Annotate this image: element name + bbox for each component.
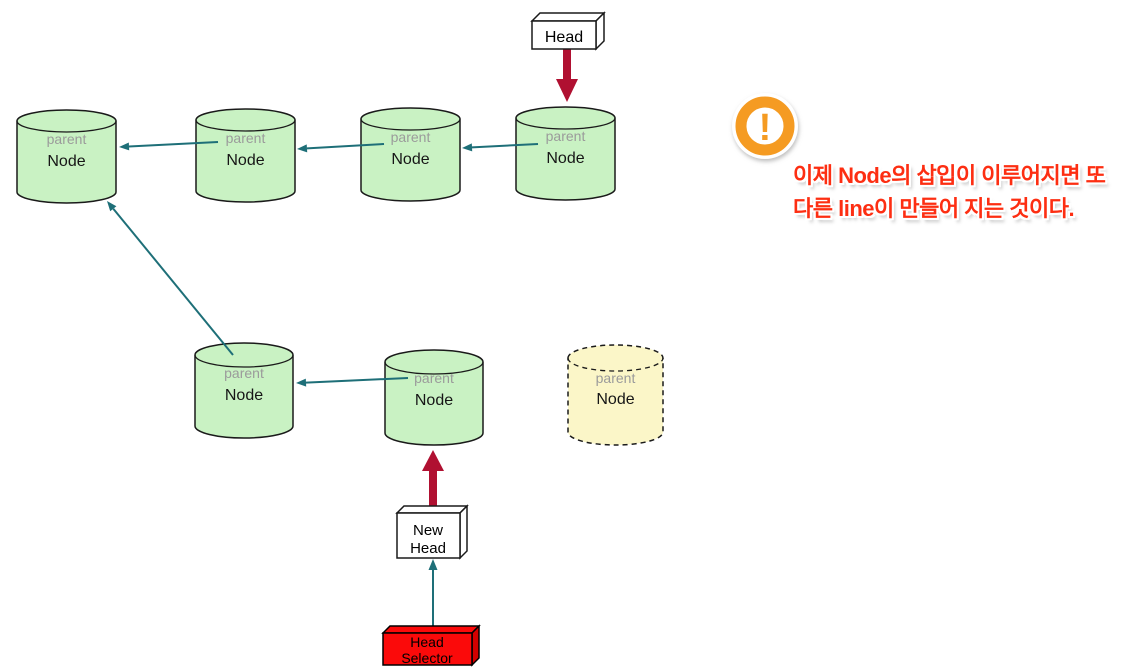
new-head-label-line2: Head — [410, 540, 446, 557]
annotation-line-1: 이제 Node의 삽입이 이루어지면 또 — [793, 163, 1106, 188]
node-parent-label: parent — [47, 131, 87, 147]
pointer-arrow-selector-to-newhead — [428, 559, 438, 628]
head-selector-label-line1: Head — [410, 634, 443, 650]
node-label: Node — [47, 153, 85, 170]
node-label: Node — [415, 392, 453, 409]
head-box-label: Head — [545, 29, 583, 46]
head-pointer-arrow — [556, 49, 578, 102]
new-head-pointer-arrow — [422, 450, 444, 513]
node-cylinder-5: parent Node — [194, 342, 294, 439]
pointer-arrow-node5-to-node1-diagonal — [107, 201, 234, 356]
pointer-arrow-node3-to-node2 — [297, 143, 385, 153]
warning-icon-glyph: ! — [759, 107, 772, 149]
node-label: Node — [596, 391, 634, 408]
head-selector-label-line2: Selector — [401, 650, 453, 666]
node-cylinder-1: parent Node — [16, 109, 117, 204]
node-label: Node — [225, 387, 263, 404]
annotation-text: 이제 Node의 삽입이 이루어지면 또 다른 line이 만들어 지는 것이다… — [793, 159, 1106, 225]
node-cylinder-ghost: parent Node — [567, 344, 664, 446]
node-cylinder-6: parent Node — [384, 349, 484, 446]
annotation-line-2: 다른 line이 만들어 지는 것이다. — [793, 196, 1075, 221]
node-parent-label: parent — [224, 365, 264, 381]
node-parent-label: parent — [391, 129, 431, 145]
node-cylinder-3: parent Node — [360, 107, 461, 202]
head-box: Head — [530, 11, 606, 51]
node-cylinder-4: parent Node — [515, 106, 616, 201]
node-label: Node — [391, 151, 429, 168]
pointer-arrow-node2-to-node1 — [119, 141, 219, 151]
node-label: Node — [226, 152, 264, 169]
node-parent-label: parent — [226, 130, 266, 146]
node-cylinder-2: parent Node — [195, 108, 296, 203]
new-head-box: New Head — [395, 504, 469, 560]
pointer-arrow-node4-to-node3 — [462, 143, 539, 152]
node-parent-label: parent — [596, 370, 636, 386]
head-selector-box: Head Selector — [381, 624, 481, 667]
node-parent-label: parent — [414, 370, 454, 386]
warning-icon: ! — [732, 93, 798, 159]
node-parent-label: parent — [546, 128, 586, 144]
new-head-label-line1: New — [413, 522, 443, 539]
node-label: Node — [546, 150, 584, 167]
pointer-arrow-node6-to-node5 — [296, 377, 409, 387]
